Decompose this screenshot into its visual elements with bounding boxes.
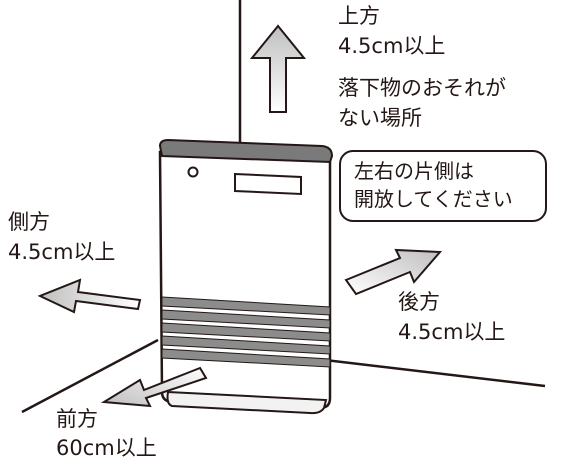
arrow-back-right-icon <box>344 248 443 296</box>
callout-box: 左右の片側は 開放してください <box>339 150 547 222</box>
display-panel <box>234 172 302 196</box>
top-note-line1: 落下物のおそれが <box>338 76 506 100</box>
back-direction-label: 後方 <box>398 290 440 314</box>
arrow-left-icon <box>37 278 142 314</box>
front-clearance-label: 60cm以上 <box>56 436 157 460</box>
room-corner-lines <box>21 0 546 414</box>
heater-top-edge <box>158 138 334 164</box>
side-clearance-label: 4.5cm以上 <box>8 240 116 264</box>
top-note-line2: ない場所 <box>338 106 422 130</box>
top-direction-label: 上方 <box>338 4 380 28</box>
floor-back-edge <box>324 358 546 388</box>
callout-line2: 開放してください <box>354 187 513 211</box>
arrow-up-icon <box>249 24 307 113</box>
side-direction-label: 側方 <box>8 210 50 234</box>
front-grille <box>161 296 331 368</box>
front-direction-label: 前方 <box>56 407 98 431</box>
floor-side-edge <box>21 338 159 414</box>
heater-unit <box>158 138 334 415</box>
top-clearance-label: 4.5cm以上 <box>338 34 446 58</box>
back-clearance-label: 4.5cm以上 <box>398 320 506 344</box>
heater-base <box>166 390 328 415</box>
callout-line1: 左右の片側は <box>354 159 474 183</box>
arrow-front-icon <box>100 366 208 408</box>
power-indicator-icon <box>187 166 199 178</box>
